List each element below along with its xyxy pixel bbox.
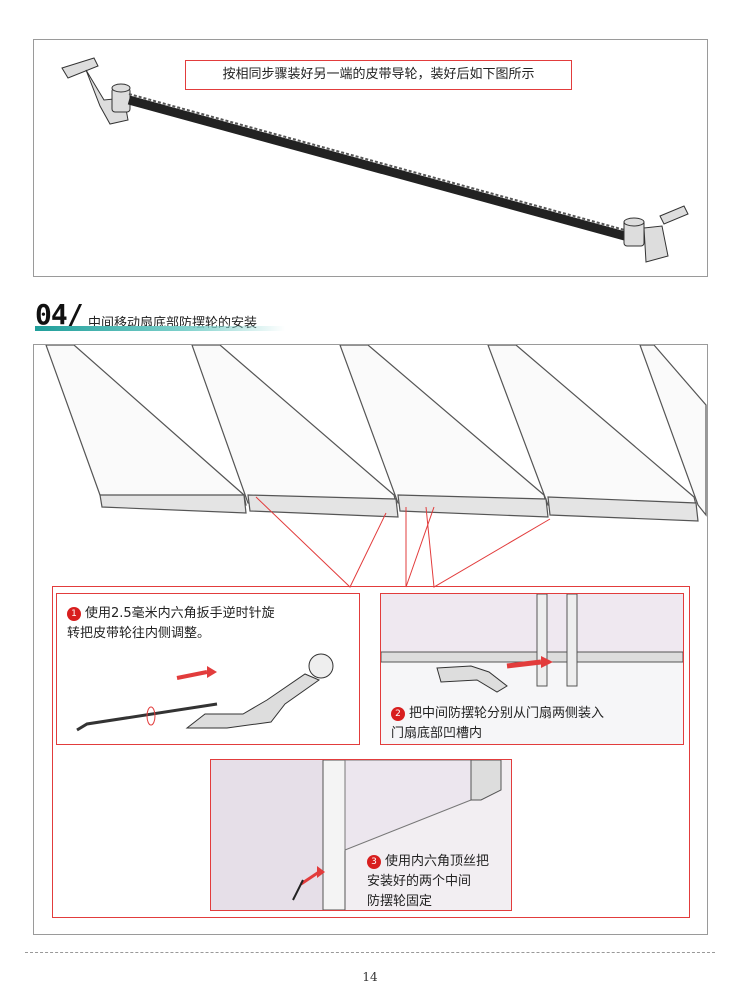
step-2-line2: 门扇底部凹槽内 <box>391 726 483 741</box>
step-3-line3: 防摆轮固定 <box>367 894 433 909</box>
anti-sway-wheel-insert-illustration <box>381 594 683 693</box>
step-2-number: 2 <box>391 707 405 721</box>
step-1-number: 1 <box>67 607 81 621</box>
step-3-line1: 使用内六角顶丝把 <box>385 854 490 869</box>
step-1-caption: 1 使用2.5毫米内六角扳手逆时针旋 转把皮带轮往内侧调整。 <box>67 604 275 644</box>
footer-divider <box>25 952 715 953</box>
right-belt-guide-wheel <box>623 205 689 263</box>
top-illustration-panel: 按相同步骤装好另一端的皮带导轮，装好后如下图所示 <box>33 39 708 277</box>
left-belt-guide-wheel <box>61 57 131 125</box>
main-illustration-panel: 1 使用2.5毫米内六角扳手逆时针旋 转把皮带轮往内侧调整。 2 把中间防摆轮分别从… <box>33 344 708 935</box>
step-2-caption: 2 把中间防摆轮分别从门扇两侧装入 门扇底部凹槽内 <box>391 704 604 744</box>
door-panels <box>45 345 707 522</box>
step-2-box: 2 把中间防摆轮分别从门扇两侧装入 门扇底部凹槽内 <box>380 593 684 745</box>
step-1-line2: 转把皮带轮往内侧调整。 <box>67 626 211 641</box>
step-1-line1: 使用2.5毫米内六角扳手逆时针旋 <box>85 606 275 621</box>
step-3-number: 3 <box>367 855 381 869</box>
top-note-text: 按相同步骤装好另一端的皮带导轮，装好后如下图所示 <box>222 67 535 82</box>
section-underline <box>35 326 285 331</box>
hex-wrench-adjust-illustration <box>76 653 334 732</box>
step-1-box: 1 使用2.5毫米内六角扳手逆时针旋 转把皮带轮往内侧调整。 <box>56 593 360 745</box>
step-2-line1: 把中间防摆轮分别从门扇两侧装入 <box>409 706 605 721</box>
detail-frame <box>52 586 690 918</box>
page-number: 14 <box>362 970 378 984</box>
toothed-belt <box>127 93 634 243</box>
callout-leader-lines <box>255 496 551 588</box>
section-number: 04/ <box>35 298 84 331</box>
step-3-caption: 3 使用内六角顶丝把 安装好的两个中间 防摆轮固定 <box>367 852 489 912</box>
folding-doors-illustration <box>45 345 707 588</box>
step-3-box: 3 使用内六角顶丝把 安装好的两个中间 防摆轮固定 <box>210 759 512 911</box>
step-3-line2: 安装好的两个中间 <box>367 874 472 889</box>
set-screw-fix-illustration <box>211 760 502 910</box>
belt-rail-illustration <box>61 57 689 263</box>
top-note-box: 按相同步骤装好另一端的皮带导轮，装好后如下图所示 <box>185 60 572 90</box>
